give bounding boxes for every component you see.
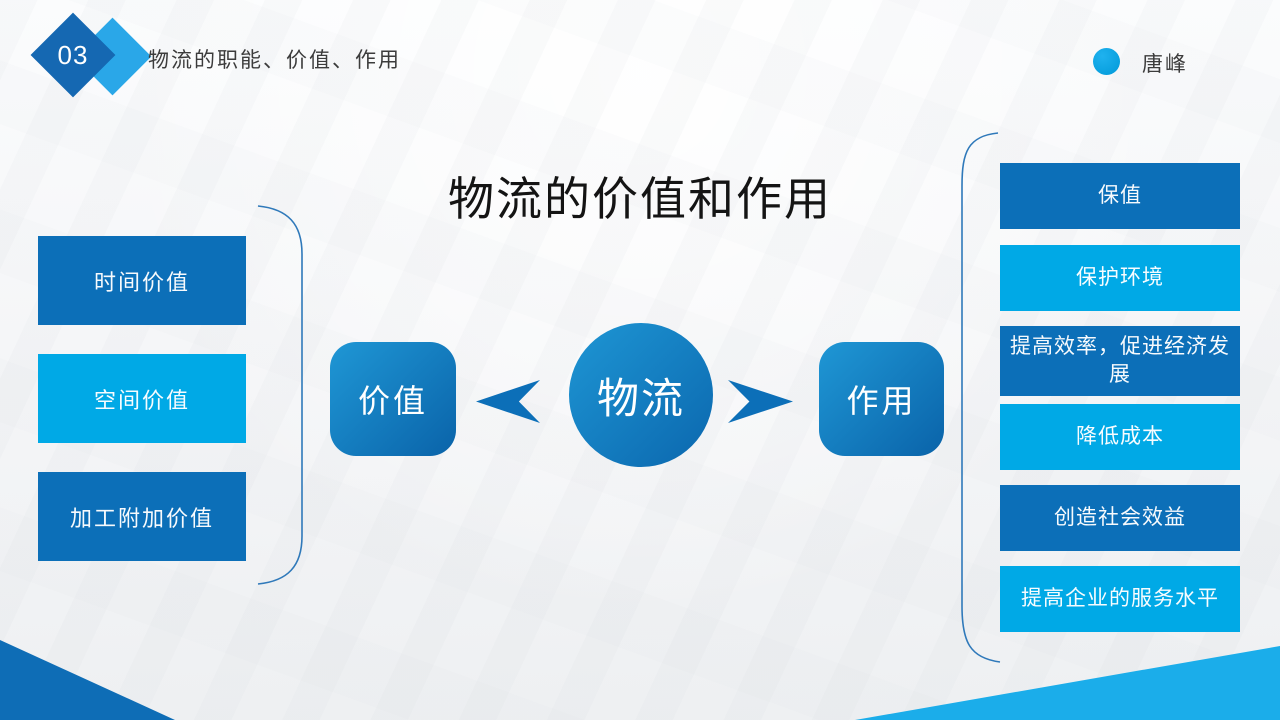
left-item-box: 空间价值: [38, 354, 246, 443]
left-item-box: 时间价值: [38, 236, 246, 325]
role-node: 作用: [819, 342, 944, 456]
right-item-box: 保值: [1000, 163, 1240, 229]
header-title: 物流的职能、价值、作用: [148, 49, 401, 72]
left-item-box: 加工附加价值: [38, 472, 246, 561]
value-node: 价值: [330, 342, 456, 456]
page-title: 物流的价值和作用: [448, 172, 832, 226]
right-item-box: 提高企业的服务水平: [1000, 566, 1240, 632]
right-item-box: 保护环境: [1000, 245, 1240, 311]
right-item-box: 创造社会效益: [1000, 485, 1240, 551]
presenter-name: 唐峰: [1142, 53, 1188, 76]
right-item-box: 提高效率，促进经济发展: [1000, 326, 1240, 396]
presenter-bullet-icon: [1093, 48, 1120, 75]
logistics-hub-node: 物流: [569, 323, 713, 467]
right-item-box: 降低成本: [1000, 404, 1240, 470]
section-number: 03: [57, 39, 89, 70]
